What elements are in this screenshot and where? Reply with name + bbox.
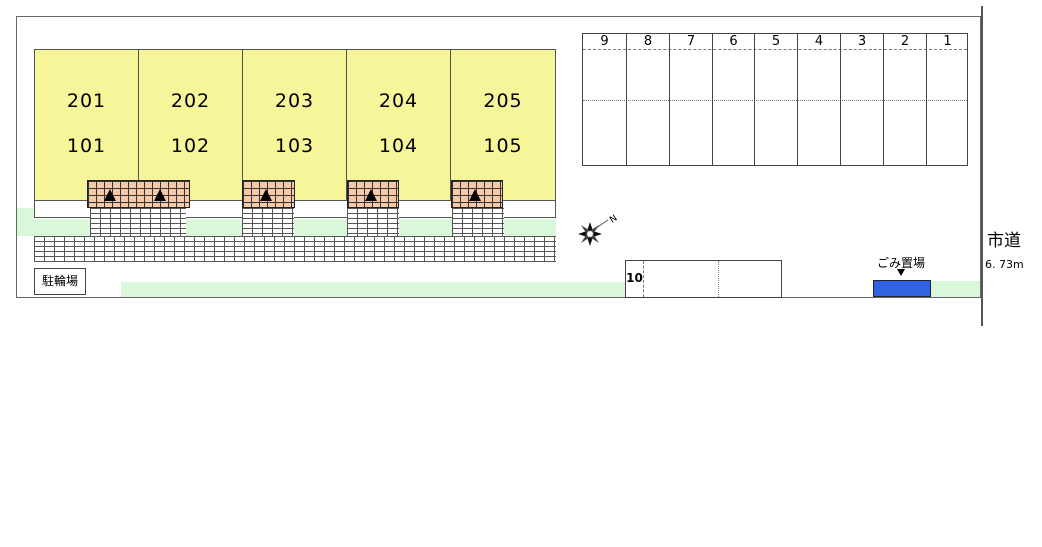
brick-walk-3 [242,208,294,238]
unit-upper-number: 205 [483,90,523,112]
entrance-triangle-icon [154,189,166,201]
road-label: 市道 [987,231,1021,251]
unit-2: 202 102 [138,49,243,201]
arrow-down-icon [897,269,905,276]
parking-stall-10: 10 [625,260,782,298]
parking-stall-6: 6 [712,34,754,165]
parking-stall-8: 8 [626,34,669,165]
lawn-strip-bottom [121,282,625,297]
unit-lower-number: 104 [378,135,419,157]
parking-stall-2: 2 [883,34,926,165]
parking-mid-line [583,100,967,101]
unit-1: 201 101 [34,49,139,201]
parking-stall-5: 5 [754,34,797,165]
unit-5: 205 105 [450,49,556,201]
brick-walkway [34,236,556,262]
bike-parking-label: 駐輪場 [34,268,86,295]
brick-walk-4 [347,208,399,238]
parking-stall-7: 7 [669,34,712,165]
parking-stall-number: 1 [943,34,952,49]
brick-walk-5 [452,208,504,238]
road-width-label: 6. 73m [985,258,1024,271]
unit-4: 204 104 [346,49,451,201]
parking-area: 9 8 7 6 5 4 3 2 1 [582,33,968,166]
parking-stall-3: 3 [840,34,883,165]
parking-stall-number: 3 [857,34,867,49]
entrance-triangle-icon [469,189,481,201]
unit-upper-number: 201 [66,90,107,112]
unit-upper-number: 202 [170,90,211,112]
entrance-triangle-icon [365,189,377,201]
parking-stall-number: 5 [771,34,781,49]
unit-lower-number: 102 [170,135,211,157]
lawn-strip-right [930,281,980,297]
entrance-triangle-icon [260,189,272,201]
garbage-area [873,280,931,297]
unit-lower-number: 101 [66,135,107,157]
parking-stall-9: 9 [583,34,626,165]
parking-stall-number: 7 [686,34,696,49]
lawn-strip-left [17,208,34,236]
apartment-building: 201 101 202 102 203 103 204 104 205 105 [34,49,556,219]
entrance-porch-1 [87,180,190,208]
parking-10-dash-left [643,261,644,297]
parking-stall-4: 4 [797,34,840,165]
compass-north-label: N [608,214,619,226]
brick-walk-1 [90,208,186,238]
parking-stall-number: 8 [643,34,653,49]
parking-header-line [583,49,967,50]
compass-icon: N [578,214,620,246]
parking-stall-number: 9 [600,34,609,49]
unit-lower-number: 105 [483,135,523,157]
garbage-area-label: ごみ置場 [876,256,925,270]
parking-stall-number: 10 [626,271,643,285]
unit-lower-number: 103 [274,135,315,157]
unit-upper-number: 204 [378,90,419,112]
parking-stall-number: 6 [729,34,738,49]
parking-stall-number: 4 [814,34,824,49]
parking-stall-number: 2 [900,34,910,49]
parking-stall-1: 1 [926,34,968,165]
entrance-triangle-icon [104,189,116,201]
parking-10-divider [718,261,719,297]
road-boundary-line [981,6,983,326]
unit-3: 203 103 [242,49,347,201]
unit-upper-number: 203 [274,90,315,112]
